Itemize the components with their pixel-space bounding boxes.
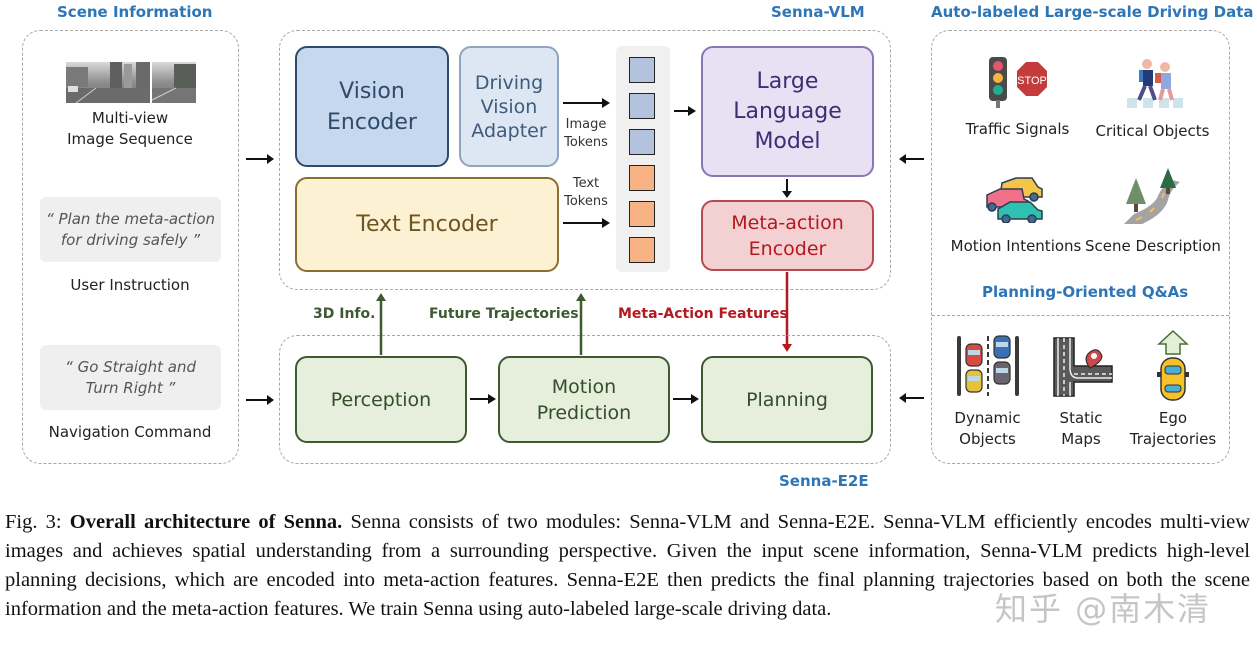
caption-prefix: Fig. 3: <box>5 511 70 533</box>
arrow-scene-to-vlm <box>246 154 274 164</box>
multiview-label: Multi-view Image Sequence <box>40 108 220 150</box>
navigation-quote-line2: Turn Right ” <box>85 378 176 397</box>
stop-sign-text: STOP <box>1017 75 1047 87</box>
arrow-future-trajectories <box>576 293 586 355</box>
critical-objects-label: Critical Objects <box>1095 122 1210 140</box>
dynamic-line1: Dynamic <box>954 409 1021 427</box>
multiview-image-thumbnail <box>66 62 196 103</box>
image-token <box>629 93 655 119</box>
text-tokens-label: Text Tokens <box>560 175 612 211</box>
scene-description-label: Scene Description <box>1085 237 1221 255</box>
auto-labeled-title: Auto-labeled Large-scale Driving Data <box>931 3 1254 21</box>
arrow-3d-info <box>376 293 386 355</box>
user-instruction-quote-line1: “ Plan the meta-action <box>45 209 216 228</box>
navigation-quote-line1: “ Go Straight and <box>65 357 196 376</box>
future-trajectories-label: Future Trajectories <box>429 306 579 322</box>
text-tokens-line1: Text <box>572 176 600 191</box>
caption-title: Overall architecture of Senna. <box>69 511 343 533</box>
arrow-perception-to-motion <box>470 394 496 404</box>
image-token <box>629 57 655 83</box>
arrow-text-to-tokens <box>563 218 610 228</box>
driving-vision-adapter-block: Driving Vision Adapter <box>459 46 559 167</box>
scene-description-icon <box>1124 168 1180 224</box>
dynamic-objects-icon <box>957 335 1019 396</box>
text-token <box>629 165 655 191</box>
meta-action-encoder-block: Meta-action Encoder <box>701 200 874 271</box>
image-tokens-label: Image Tokens <box>560 116 612 152</box>
qa-title: Planning-Oriented Q&As <box>982 283 1189 301</box>
traffic-signals-label: Traffic Signals <box>965 120 1070 138</box>
arrow-meta-action-features <box>782 272 792 352</box>
dynamic-objects-label: Dynamic Objects <box>940 408 1035 450</box>
perception-block: Perception <box>295 356 467 443</box>
user-instruction-quote-line2: for driving safely ” <box>60 230 201 249</box>
scene-information-panel <box>22 30 239 464</box>
static-line1: Static <box>1059 409 1103 427</box>
arrow-llm-to-meta-encoder <box>782 179 792 198</box>
motion-intentions-icon <box>986 177 1043 223</box>
multiview-label-line2: Image Sequence <box>67 130 193 148</box>
static-maps-icon <box>1053 337 1113 397</box>
static-maps-label: Static Maps <box>1040 408 1122 450</box>
arrow-data-to-e2e <box>899 393 924 403</box>
text-token <box>629 201 655 227</box>
llm-line3: Model <box>754 128 821 154</box>
static-line2: Maps <box>1061 430 1101 448</box>
user-instruction-quote: “ Plan the meta-action for driving safel… <box>40 197 221 262</box>
meta-encoder-line2: Encoder <box>748 237 827 260</box>
meta-action-features-label: Meta-Action Features <box>618 306 788 322</box>
llm-line2: Language <box>733 98 842 124</box>
auto-labeled-panel <box>931 30 1230 464</box>
user-instruction-label: User Instruction <box>70 276 190 294</box>
watermark: 知乎 @南木清 <box>995 590 1212 628</box>
caption-body: Senna consists of two modules: Senna-VLM… <box>5 511 1250 620</box>
text-token <box>629 237 655 263</box>
senna-e2e-title: Senna-E2E <box>779 472 869 490</box>
ego-line1: Ego <box>1158 409 1188 427</box>
navigation-command-label: Navigation Command <box>48 423 212 441</box>
dynamic-line2: Objects <box>959 430 1016 448</box>
navigation-quote: “ Go Straight and Turn Right ” <box>40 345 221 410</box>
image-tokens-line2: Tokens <box>564 135 608 150</box>
large-language-model-block: Large Language Model <box>701 46 874 177</box>
arrow-motion-to-planning <box>673 394 699 404</box>
token-sequence <box>616 46 670 272</box>
meta-encoder-line1: Meta-action <box>731 211 844 234</box>
dva-line1: Driving <box>474 71 544 94</box>
critical-objects-icon <box>1127 59 1183 108</box>
ego-trajectories-icon <box>1157 330 1189 401</box>
motion-intentions-label: Motion Intentions <box>950 237 1082 255</box>
traffic-signals-icon: STOP <box>989 57 1047 108</box>
vision-encoder-line2: Encoder <box>327 109 417 135</box>
arrow-tokens-to-llm <box>674 106 696 116</box>
vision-encoder-line1: Vision <box>339 78 405 104</box>
ego-line2: Trajectories <box>1129 430 1217 448</box>
qa-divider <box>932 315 1229 316</box>
motion-line2: Prediction <box>536 401 632 424</box>
dva-line3: Adapter <box>471 119 547 142</box>
motion-prediction-block: Motion Prediction <box>498 356 670 443</box>
senna-e2e-panel <box>279 335 891 464</box>
planning-block: Planning <box>701 356 873 443</box>
arrow-data-to-vlm <box>899 154 924 164</box>
info-3d-label: 3D Info. <box>313 306 376 322</box>
image-tokens-line1: Image <box>565 117 607 132</box>
vision-encoder-block: Vision Encoder <box>295 46 449 167</box>
multiview-label-line1: Multi-view <box>91 109 169 127</box>
motion-line1: Motion <box>551 375 617 398</box>
llm-line1: Large <box>756 68 819 94</box>
image-token <box>629 129 655 155</box>
figure-caption: Fig. 3: Overall architecture of Senna. S… <box>5 508 1250 624</box>
dva-line2: Vision <box>480 95 538 118</box>
arrow-dva-to-tokens <box>563 98 610 108</box>
senna-vlm-title: Senna-VLM <box>771 3 865 21</box>
senna-vlm-panel <box>279 30 891 290</box>
arrow-scene-to-e2e <box>246 395 274 405</box>
ego-trajectories-label: Ego Trajectories <box>1128 408 1218 450</box>
text-tokens-line2: Tokens <box>564 194 608 209</box>
scene-information-title: Scene Information <box>57 3 213 21</box>
text-encoder-block: Text Encoder <box>295 177 559 272</box>
